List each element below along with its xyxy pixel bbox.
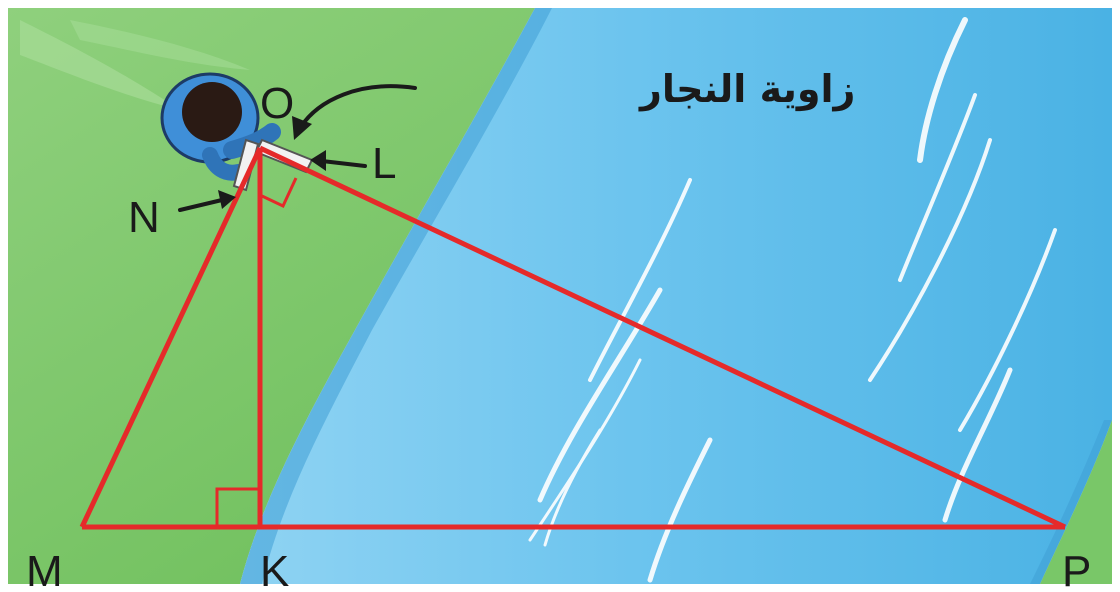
arrowheads bbox=[218, 116, 326, 209]
arrowhead-L bbox=[310, 150, 326, 171]
label-O: O bbox=[260, 79, 294, 128]
label-N: N bbox=[128, 193, 160, 242]
person-figure bbox=[160, 72, 281, 181]
left-grass-bank bbox=[8, 8, 535, 584]
water-streak bbox=[647, 437, 713, 583]
grass-streak bbox=[20, 20, 180, 110]
arrowhead-carpenter bbox=[292, 116, 312, 140]
arrow-to-N bbox=[178, 198, 224, 212]
water-streak bbox=[543, 428, 602, 547]
label-P: P bbox=[1062, 547, 1091, 592]
grass-streak bbox=[70, 20, 250, 70]
arrow-to-L bbox=[320, 159, 367, 168]
person-arm bbox=[202, 147, 246, 181]
right-angle-marker-O bbox=[261, 177, 298, 209]
carpenter-angle-label: زاوية النجار bbox=[638, 67, 855, 112]
segment-OP bbox=[258, 145, 1067, 530]
right-angle-markers bbox=[215, 177, 298, 527]
label-M: M bbox=[26, 547, 63, 592]
right-angle-marker-K bbox=[215, 487, 260, 527]
arrowhead-N bbox=[218, 190, 236, 209]
water-streak bbox=[537, 287, 663, 503]
right-grass-bank bbox=[1040, 420, 1112, 584]
triangle-lines bbox=[79, 145, 1067, 530]
water-streak bbox=[588, 178, 692, 382]
person-head bbox=[182, 82, 242, 142]
right-bank-edge bbox=[1030, 420, 1112, 584]
segment-OM bbox=[79, 146, 263, 529]
water-streak bbox=[898, 93, 977, 282]
water-streak bbox=[958, 228, 1057, 432]
water-streak bbox=[917, 17, 968, 163]
label-L: L bbox=[372, 139, 396, 188]
water-streak bbox=[942, 367, 1013, 523]
label-K: K bbox=[260, 547, 289, 592]
water-streaks bbox=[528, 17, 1057, 583]
pointer-arrows bbox=[178, 84, 417, 212]
arrow-to-carpenter-angle bbox=[298, 84, 417, 130]
water-streak bbox=[868, 138, 992, 382]
